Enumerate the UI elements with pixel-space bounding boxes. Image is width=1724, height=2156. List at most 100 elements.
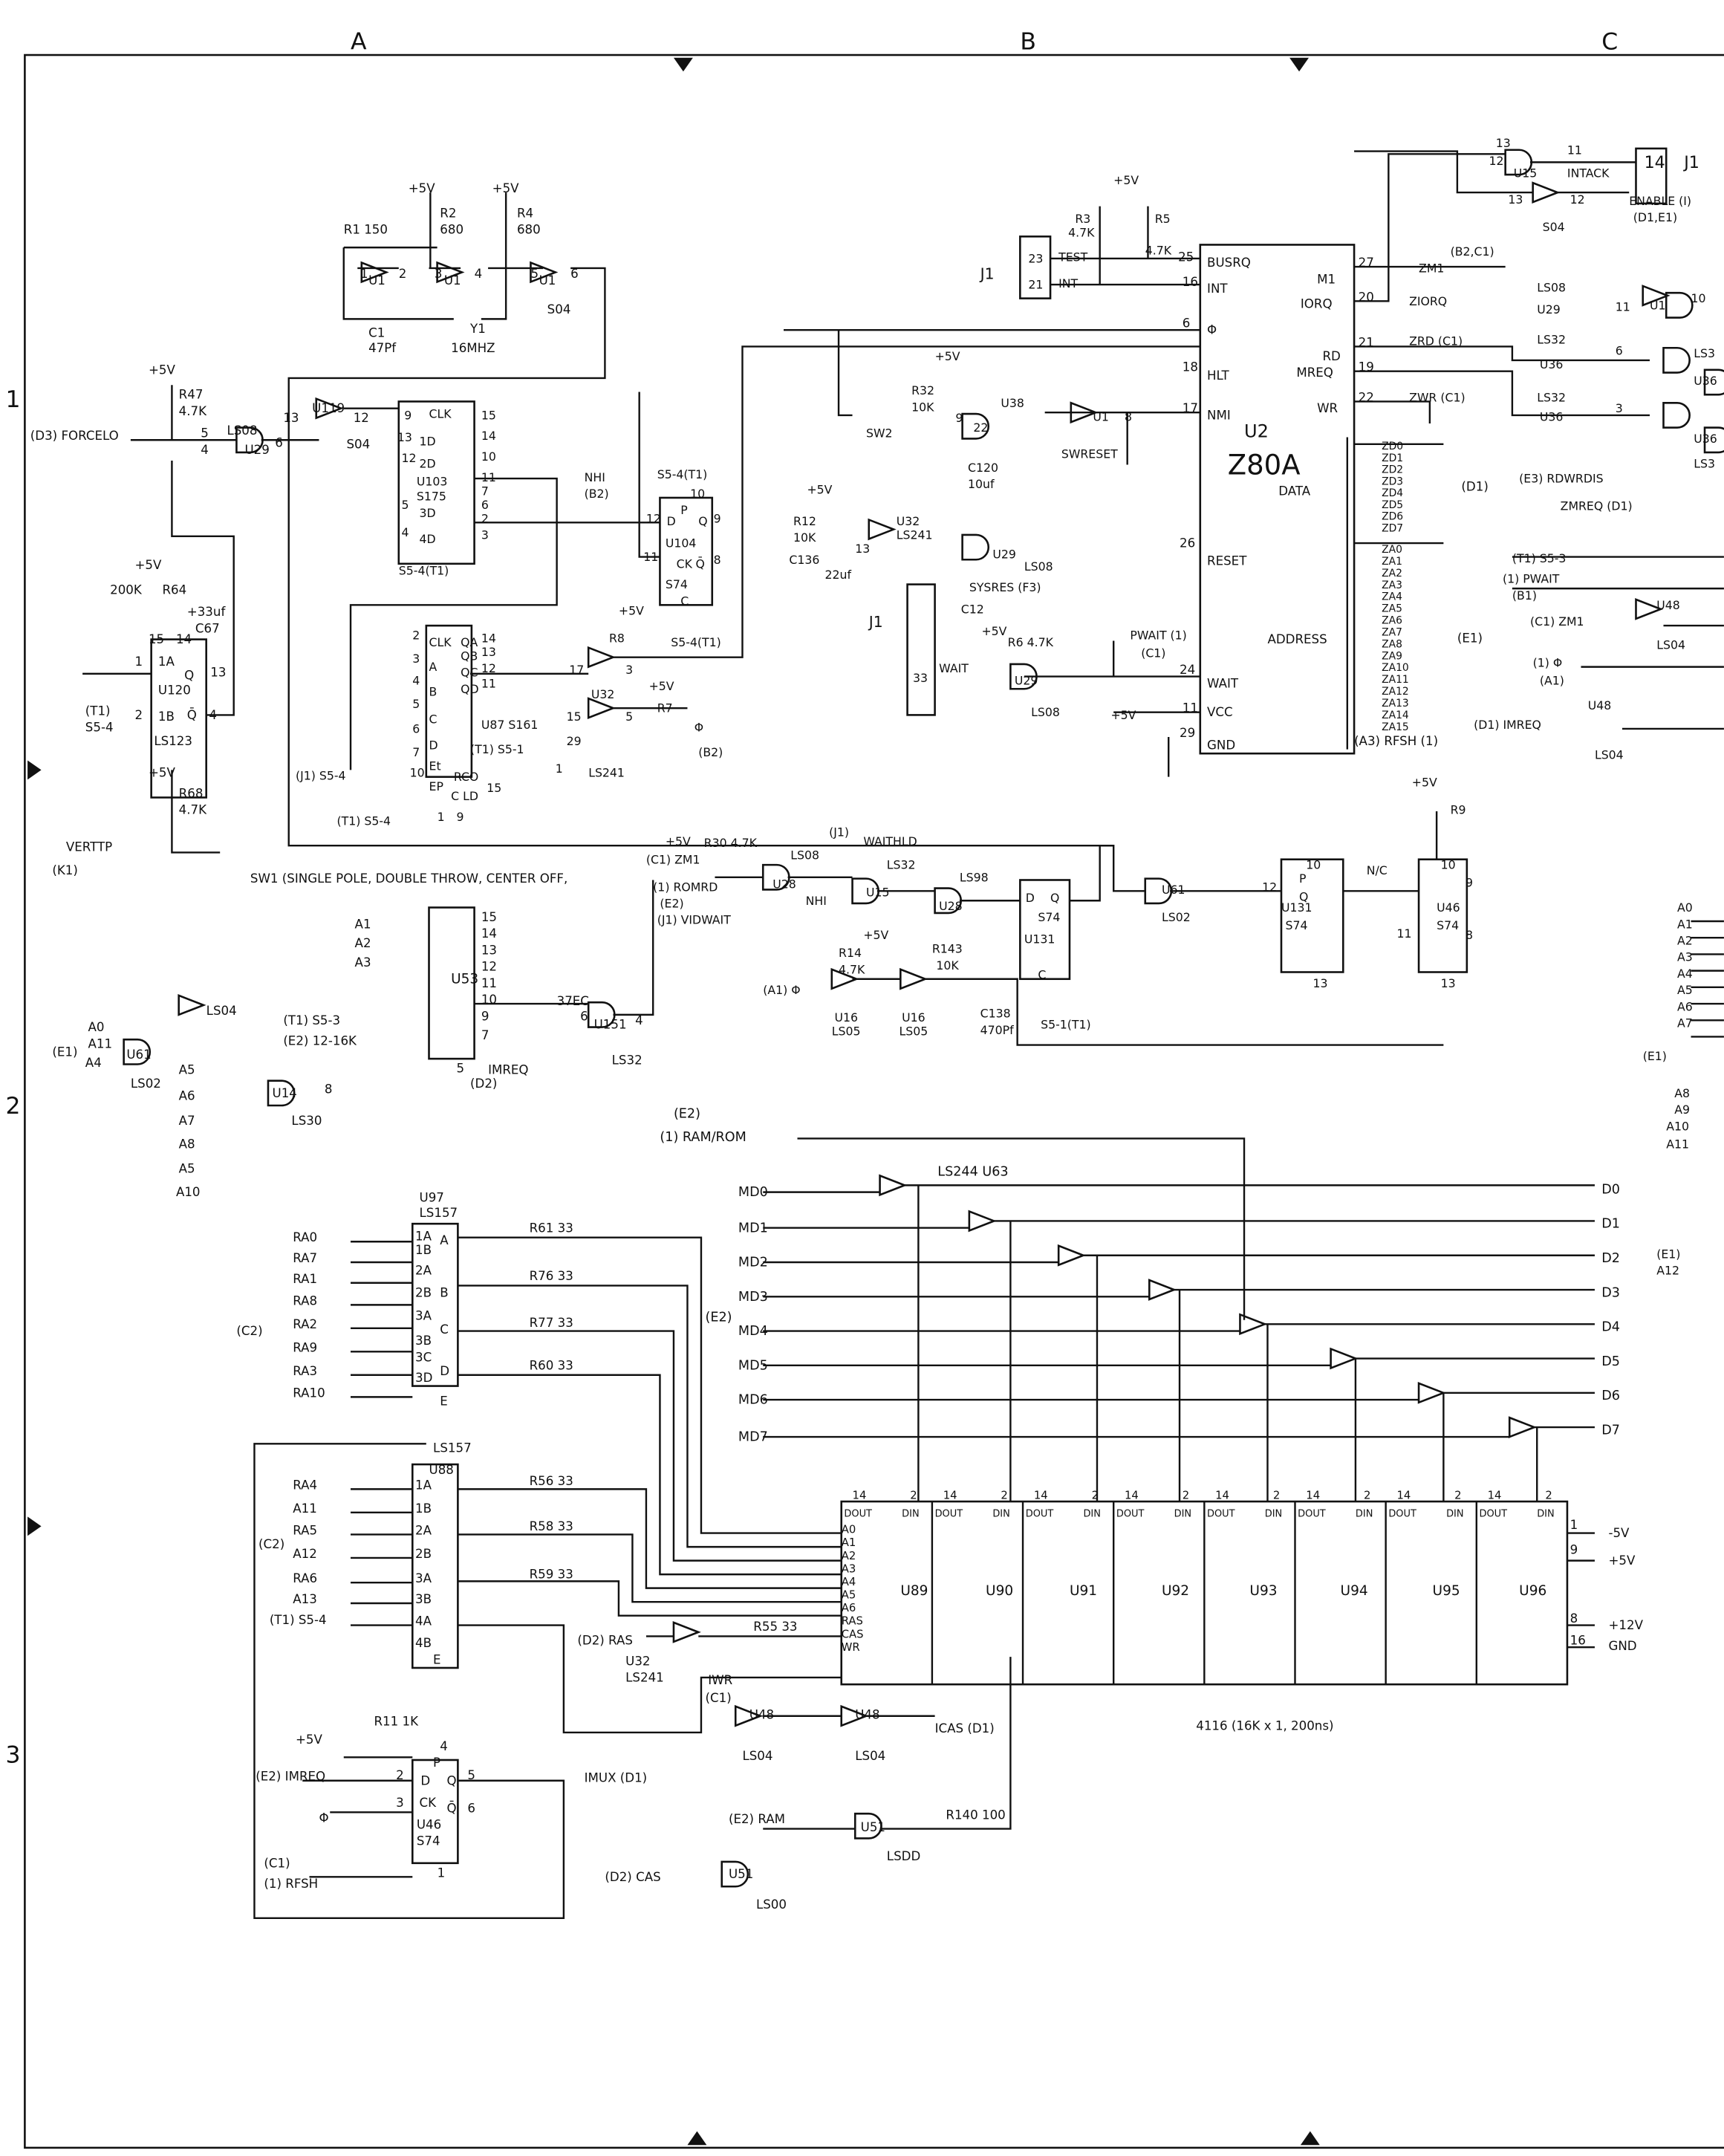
address-decoder-label: A11 bbox=[88, 1036, 113, 1051]
cpu-label: DATA bbox=[1278, 484, 1310, 498]
dram-control-label: (E2) RAM bbox=[729, 1812, 785, 1826]
counter-logic-label: S5-4(T1) bbox=[671, 635, 721, 649]
memory-bus-label: MD4 bbox=[738, 1324, 768, 1339]
address-multiplexer-label: RA6 bbox=[293, 1571, 317, 1585]
counter-logic-label: 7 bbox=[481, 484, 489, 498]
counter-logic-label: S5-4(T1) bbox=[657, 467, 708, 481]
dram-control-label: U46 bbox=[417, 1818, 441, 1832]
ram-din-label: DIN bbox=[1174, 1508, 1191, 1519]
cpu-address-line-label: ZA4 bbox=[1382, 591, 1402, 603]
counter-logic-label: 5 bbox=[412, 697, 420, 711]
wait-logic-label: N/C bbox=[1367, 863, 1388, 877]
buffer-gate-symbol bbox=[672, 1621, 701, 1643]
wait-logic-label: 11 bbox=[1396, 926, 1411, 941]
memory-bus-label: D3 bbox=[1601, 1285, 1620, 1300]
buffer-gate-symbol bbox=[1642, 285, 1671, 307]
ic-u46 bbox=[412, 1759, 459, 1865]
counter-logic-label: B bbox=[429, 684, 437, 698]
counter-logic-label: 3 bbox=[625, 663, 633, 677]
memory-bus-label: D0 bbox=[1601, 1182, 1620, 1197]
cpu-control-label: LS04 bbox=[1656, 638, 1685, 652]
reset-logic-label: R47 bbox=[179, 388, 204, 402]
address-decoder-label: A6 bbox=[179, 1089, 195, 1103]
cpu-control-label: U48 bbox=[1656, 598, 1680, 612]
cpu-control-label: 12 bbox=[1570, 192, 1585, 207]
ram-supply-label: -5V bbox=[1608, 1526, 1630, 1540]
cpu-label: 6 bbox=[1183, 316, 1191, 330]
cpu-control-label: ZWR (C1) bbox=[1409, 390, 1465, 404]
dram-control-label: U32 bbox=[625, 1654, 650, 1668]
address-bus-label: A1 bbox=[1677, 917, 1693, 931]
ram-chip-label: U90 bbox=[986, 1583, 1013, 1599]
counter-logic-label: (B2) bbox=[585, 487, 609, 501]
buffer-gate-symbol bbox=[178, 994, 206, 1016]
cpu-control-label: 12 bbox=[1489, 154, 1503, 168]
address-decoder-label: 8 bbox=[325, 1082, 333, 1096]
cpu-address-line-label: ZA0 bbox=[1382, 544, 1402, 556]
memory-bus-label: MD5 bbox=[738, 1358, 768, 1373]
cpu-control-label: U36 bbox=[1540, 409, 1564, 423]
address-multiplexer-label: RA2 bbox=[293, 1317, 317, 1331]
clock-oscillator-label: 1 bbox=[360, 267, 368, 281]
counter-logic-label: 9 bbox=[714, 511, 721, 525]
counter-logic-label: RCO bbox=[454, 770, 479, 784]
ram-din-label: DIN bbox=[1265, 1508, 1282, 1519]
cpu-control-label: 23 bbox=[1028, 251, 1043, 265]
reset-logic-label: Q bbox=[184, 668, 194, 682]
cpu-address-line-label: ZA1 bbox=[1382, 556, 1402, 568]
cpu-data-line-label: ZD3 bbox=[1382, 475, 1403, 487]
clock-oscillator-label: C1 bbox=[368, 325, 385, 340]
address-multiplexer-label: RA10 bbox=[293, 1386, 325, 1400]
wire bbox=[1512, 556, 1724, 730]
reset-circuit-label: C12 bbox=[961, 602, 984, 616]
cpu-label: Z80A bbox=[1228, 449, 1301, 481]
wait-logic-label: +5V bbox=[666, 834, 691, 848]
address-decoder-label: (E2) 12-16K bbox=[283, 1034, 357, 1048]
reset-circuit-label: U38 bbox=[1001, 396, 1024, 410]
address-multiplexer-label: RA7 bbox=[293, 1251, 317, 1265]
buffer-gate-symbol bbox=[587, 646, 617, 669]
address-multiplexer-label: U88 bbox=[429, 1463, 454, 1477]
address-multiplexer-label: 3D bbox=[415, 1371, 432, 1385]
address-decoder-label: (T1) S5-3 bbox=[283, 1013, 340, 1027]
clock-oscillator-label: 5 bbox=[530, 267, 539, 281]
cpu-control-label: 10 bbox=[1691, 291, 1706, 305]
ic-u104 bbox=[659, 496, 714, 606]
counter-logic-label: +5V bbox=[619, 603, 644, 617]
buffer-gate-symbol bbox=[436, 261, 465, 284]
reset-circuit-label: C136 bbox=[789, 553, 819, 567]
wire bbox=[1050, 206, 1200, 286]
reset-logic-label: R68 bbox=[179, 786, 204, 800]
memory-bus-label: D6 bbox=[1601, 1389, 1620, 1403]
dram-control-label: S74 bbox=[417, 1834, 440, 1848]
counter-logic-label: S74 bbox=[666, 577, 688, 591]
ram-dout-label: DOUT bbox=[1388, 1508, 1416, 1519]
counter-logic-label: 1 bbox=[437, 810, 445, 824]
reset-circuit-label: PWAIT (1) bbox=[1130, 629, 1186, 643]
address-decoder-label: LS32 bbox=[612, 1053, 643, 1067]
cpu-address-line-label: ZA14 bbox=[1382, 710, 1409, 721]
clock-oscillator-label: R4 bbox=[517, 206, 533, 220]
clock-oscillator-label: R1 150 bbox=[344, 223, 388, 237]
wait-logic-label: 13 bbox=[1313, 976, 1328, 990]
ram-chip-label: U96 bbox=[1519, 1583, 1546, 1599]
cpu-control-label: (D1,E1) bbox=[1633, 210, 1677, 224]
reset-logic-label: (D3) FORCELO bbox=[30, 429, 119, 443]
address-decoder-label: 6 bbox=[580, 1009, 588, 1023]
wait-logic-label: LS32 bbox=[887, 858, 916, 872]
cpu-label: (A3) RFSH (1) bbox=[1354, 734, 1438, 748]
cpu-control-label: U1 bbox=[1650, 298, 1666, 312]
clock-oscillator-label: +5V bbox=[492, 181, 520, 195]
address-decoder-label: A2 bbox=[355, 936, 371, 950]
counter-logic-label: 6 bbox=[481, 498, 489, 512]
dram-control-label: (D2) CAS bbox=[605, 1870, 660, 1884]
wait-logic-label: (C1) ZM1 bbox=[646, 852, 700, 866]
address-bus-label: (E1) bbox=[1643, 1049, 1667, 1063]
reset-logic-label: R64 bbox=[162, 583, 186, 597]
cpu-label: IORQ bbox=[1301, 297, 1333, 311]
buffer-gate-symbol bbox=[734, 1704, 764, 1727]
reset-logic-label: 4.7K bbox=[179, 404, 207, 418]
buffer-gate-symbol bbox=[900, 967, 928, 990]
connector-j1-edge bbox=[906, 583, 936, 716]
